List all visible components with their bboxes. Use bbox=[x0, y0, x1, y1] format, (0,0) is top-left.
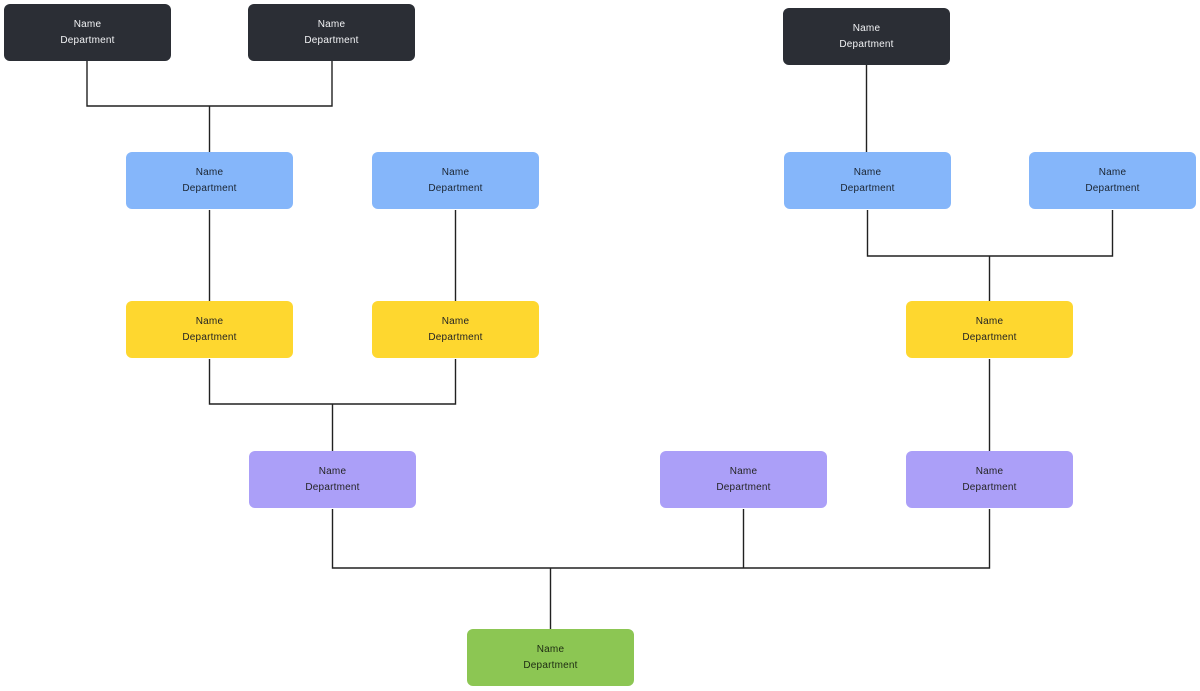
org-node-blue-4[interactable]: Name Department bbox=[1029, 152, 1196, 209]
node-name: Name bbox=[195, 315, 224, 327]
node-name: Name bbox=[853, 166, 882, 178]
connector-path bbox=[86, 61, 333, 107]
connector-path bbox=[208, 359, 457, 405]
org-node-purple-3[interactable]: Name Department bbox=[906, 451, 1073, 508]
org-node-blue-2[interactable]: Name Department bbox=[372, 152, 539, 209]
connector-path bbox=[866, 210, 1114, 257]
node-name: Name bbox=[441, 315, 470, 327]
node-name: Name bbox=[1098, 166, 1127, 178]
node-department: Department bbox=[182, 331, 237, 343]
org-node-yellow-1[interactable]: Name Department bbox=[126, 301, 293, 358]
node-department: Department bbox=[428, 182, 483, 194]
org-node-blue-3[interactable]: Name Department bbox=[784, 152, 951, 209]
node-department: Department bbox=[962, 481, 1017, 493]
node-name: Name bbox=[729, 465, 758, 477]
org-node-yellow-2[interactable]: Name Department bbox=[372, 301, 539, 358]
node-department: Department bbox=[304, 34, 359, 46]
node-department: Department bbox=[962, 331, 1017, 343]
node-department: Department bbox=[305, 481, 360, 493]
org-node-green-1[interactable]: Name Department bbox=[467, 629, 634, 686]
org-node-dark-2[interactable]: Name Department bbox=[248, 4, 415, 61]
node-department: Department bbox=[716, 481, 771, 493]
node-name: Name bbox=[318, 465, 347, 477]
node-name: Name bbox=[73, 18, 102, 30]
org-node-yellow-3[interactable]: Name Department bbox=[906, 301, 1073, 358]
node-department: Department bbox=[428, 331, 483, 343]
node-name: Name bbox=[536, 643, 565, 655]
node-name: Name bbox=[195, 166, 224, 178]
node-department: Department bbox=[60, 34, 115, 46]
org-node-dark-1[interactable]: Name Department bbox=[4, 4, 171, 61]
node-department: Department bbox=[840, 182, 895, 194]
org-node-purple-1[interactable]: Name Department bbox=[249, 451, 416, 508]
node-name: Name bbox=[975, 465, 1004, 477]
node-department: Department bbox=[523, 659, 578, 671]
node-department: Department bbox=[1085, 182, 1140, 194]
org-node-purple-2[interactable]: Name Department bbox=[660, 451, 827, 508]
org-node-blue-1[interactable]: Name Department bbox=[126, 152, 293, 209]
node-department: Department bbox=[182, 182, 237, 194]
node-name: Name bbox=[975, 315, 1004, 327]
org-node-dark-3[interactable]: Name Department bbox=[783, 8, 950, 65]
node-name: Name bbox=[317, 18, 346, 30]
node-name: Name bbox=[852, 22, 881, 34]
connector-path bbox=[331, 509, 991, 569]
node-name: Name bbox=[441, 166, 470, 178]
node-department: Department bbox=[839, 38, 894, 50]
